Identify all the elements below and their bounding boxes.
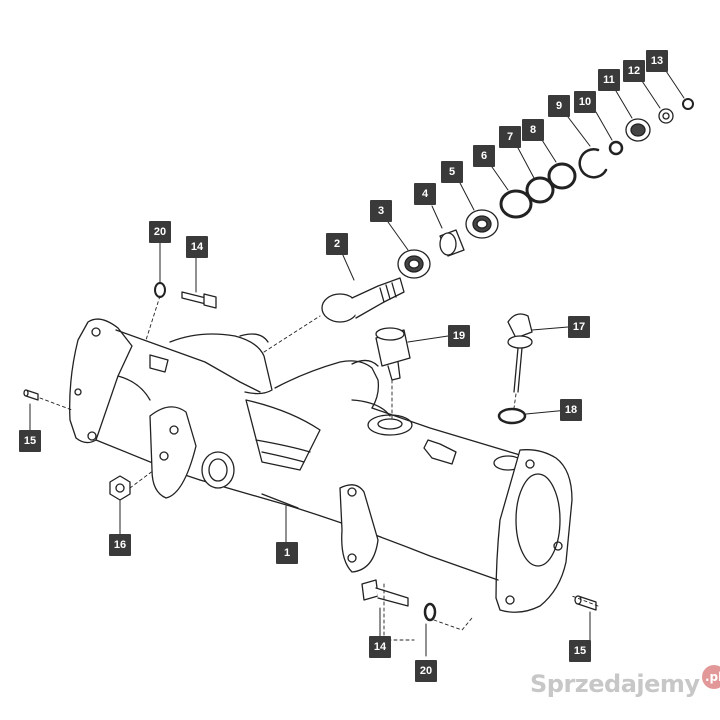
callout-part-14-bottom[interactable]: 14	[369, 636, 391, 658]
callout-part-1[interactable]: 1	[276, 542, 298, 564]
watermark-badge: .pl	[701, 665, 720, 689]
callout-part-18[interactable]: 18	[560, 399, 582, 421]
callout-part-3[interactable]: 3	[370, 200, 392, 222]
ring-13	[682, 98, 694, 110]
callout-part-16[interactable]: 16	[109, 534, 131, 556]
leader-lines	[29, 70, 685, 657]
callout-part-4[interactable]: 4	[414, 183, 436, 205]
washer-10	[608, 140, 624, 156]
pin-15-left	[23, 389, 39, 401]
callout-part-12[interactable]: 12	[623, 60, 645, 82]
watermark-logo: Sprzedajemy .pl	[530, 664, 720, 704]
spacer-4	[439, 229, 465, 257]
washer-20-top	[154, 282, 166, 298]
breather-cap-19	[375, 327, 411, 381]
axle-housing	[69, 318, 573, 613]
callout-part-2[interactable]: 2	[326, 233, 348, 255]
o-ring-18	[497, 407, 527, 425]
callout-part-10[interactable]: 10	[574, 91, 596, 113]
bolt-14-bottom	[361, 579, 409, 607]
bearing-5	[465, 209, 499, 239]
callout-part-17[interactable]: 17	[568, 316, 590, 338]
bearing-3	[397, 249, 431, 279]
washer-20-bottom	[423, 602, 437, 622]
callout-part-8[interactable]: 8	[522, 119, 544, 141]
input-shaft	[321, 277, 405, 323]
callout-part-14-top[interactable]: 14	[186, 236, 208, 258]
callout-part-15-left[interactable]: 15	[19, 430, 41, 452]
bolt-14-top	[181, 291, 217, 309]
callout-part-5[interactable]: 5	[441, 161, 463, 183]
plug-16	[109, 475, 131, 501]
seal-12	[658, 108, 674, 124]
callout-part-6[interactable]: 6	[473, 145, 495, 167]
callout-part-11[interactable]: 11	[598, 69, 620, 91]
bearing-11	[625, 118, 651, 142]
pin-15-right	[574, 595, 597, 611]
watermark-text: Sprzedajemy	[530, 670, 700, 698]
ring-7	[525, 176, 555, 204]
callout-part-13[interactable]: 13	[646, 50, 668, 72]
callout-part-20-top[interactable]: 20	[149, 221, 171, 243]
circlip-9	[578, 148, 608, 179]
callout-part-20-bottom[interactable]: 20	[415, 660, 437, 682]
ring-8	[547, 162, 577, 190]
callout-part-15-right[interactable]: 15	[569, 640, 591, 662]
ring-6	[499, 189, 533, 219]
callout-part-7[interactable]: 7	[499, 126, 521, 148]
dipstick-17	[507, 313, 533, 393]
assembly-guide-lines	[39, 295, 599, 641]
callout-part-9[interactable]: 9	[548, 95, 570, 117]
callout-part-19[interactable]: 19	[448, 325, 470, 347]
